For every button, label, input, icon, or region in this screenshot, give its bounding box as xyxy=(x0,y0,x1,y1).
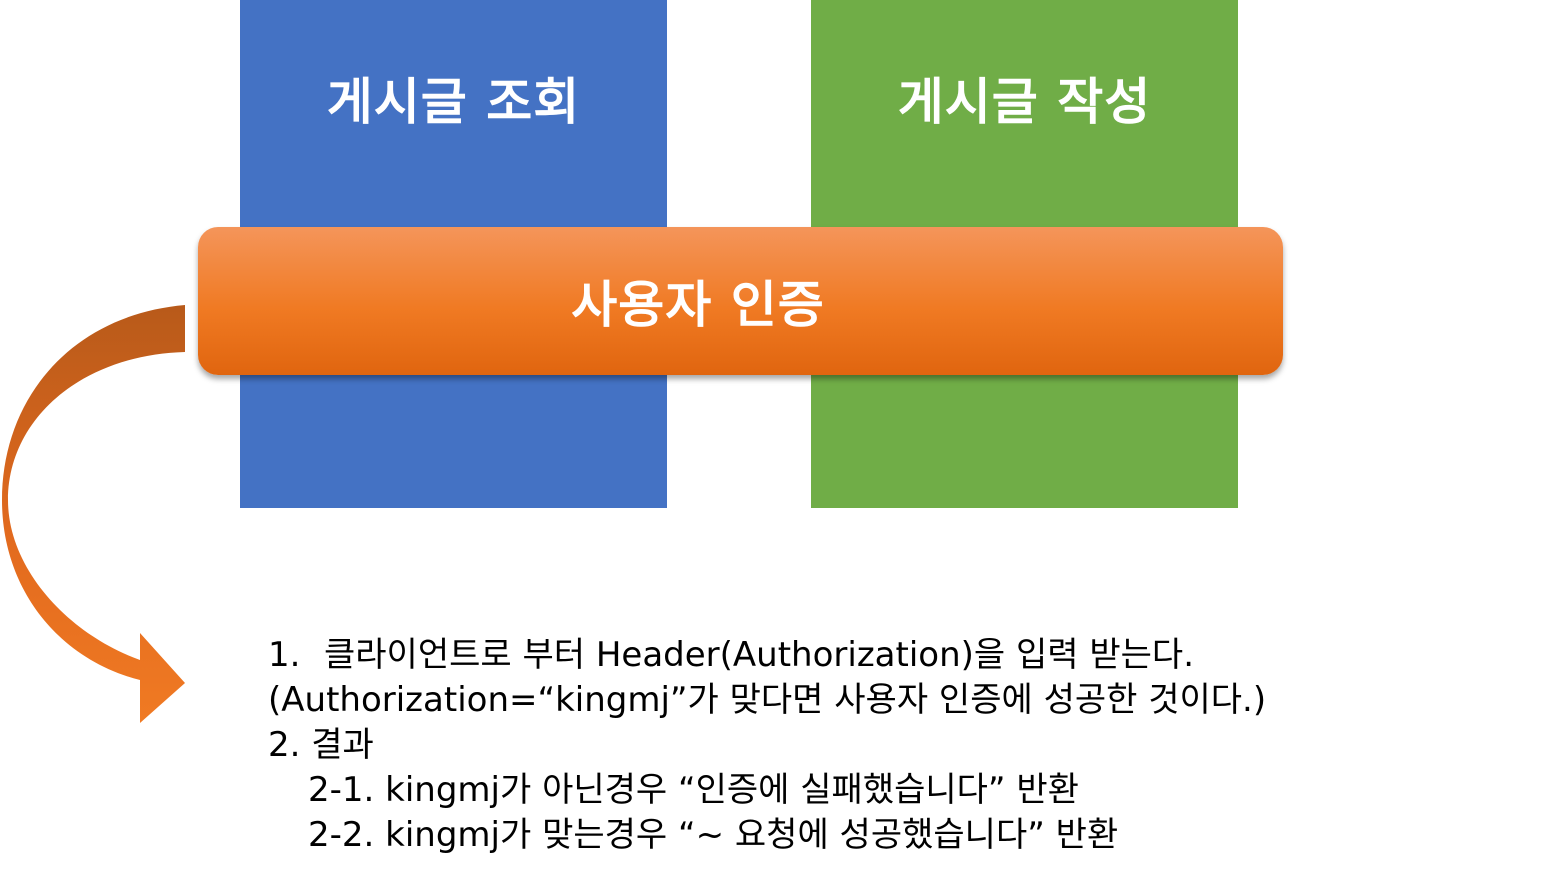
description-text: 1. 클라이언트로 부터 Header(Authorization)을 입력 받는… xyxy=(268,633,1528,858)
step-1-number: 1. xyxy=(268,635,301,675)
step-1-line: 1. 클라이언트로 부터 Header(Authorization)을 입력 받는… xyxy=(268,633,1528,678)
step-2-2: 2-2. kingmj가 맞는경우 “~ 요청에 성공했습니다” 반환 xyxy=(308,815,1119,855)
user-auth-bar: 사용자 인증 xyxy=(198,227,1283,375)
step-1-text: 클라이언트로 부터 Header(Authorization)을 입력 받는다. xyxy=(324,635,1195,675)
post-view-title: 게시글 조회 xyxy=(326,73,581,131)
curved-arrow-icon xyxy=(2,305,185,723)
user-auth-title: 사용자 인증 xyxy=(571,276,825,334)
curved-arrow-body xyxy=(2,305,185,723)
post-write-title: 게시글 작성 xyxy=(897,73,1152,131)
step-1-note: (Authorization=“kingmj”가 맞다면 사용자 인증에 성공한… xyxy=(268,680,1267,720)
step-2-heading: 2. 결과 xyxy=(268,725,374,765)
step-2-1: 2-1. kingmj가 아닌경우 “인증에 실패했습니다” 반환 xyxy=(308,770,1079,810)
